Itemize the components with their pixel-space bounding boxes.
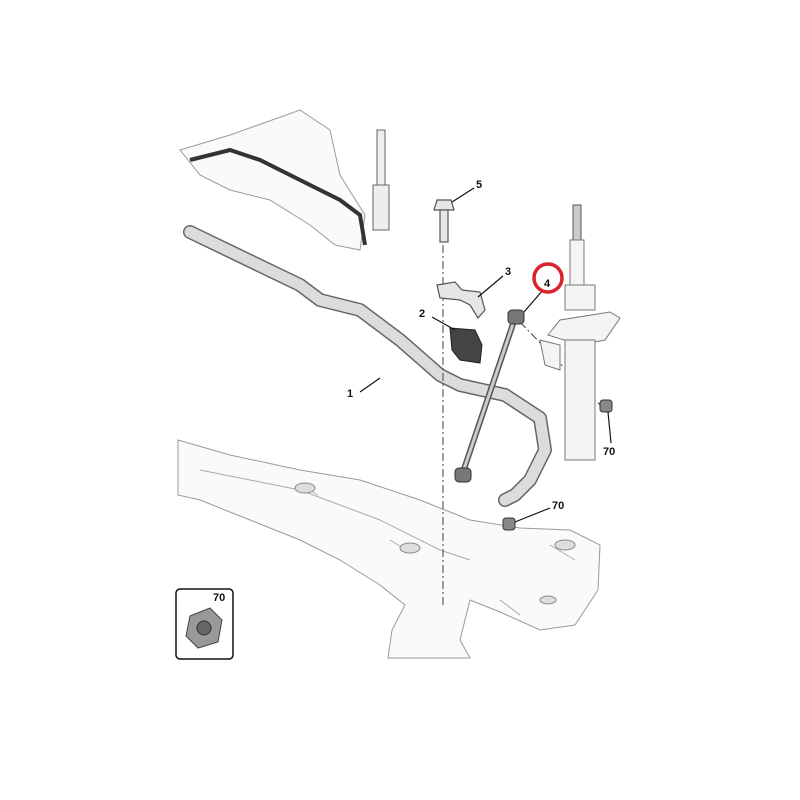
nut (502, 517, 516, 531)
nut (599, 399, 613, 413)
callout-2: 2 (419, 308, 425, 320)
clamp (436, 281, 486, 320)
inset-label: 70 (213, 592, 225, 604)
strut (539, 204, 621, 461)
callout-5: 5 (476, 179, 482, 191)
callout-70-strut: 70 (603, 446, 615, 458)
stabilizer-bar (183, 225, 552, 507)
bolt (433, 199, 455, 243)
highlight-circle (532, 262, 564, 294)
callout-70-link: 70 (552, 500, 564, 512)
callout-3: 3 (505, 266, 511, 278)
inset-nut-detail: 70 (175, 588, 234, 660)
callout-4: 4 (544, 278, 551, 290)
subframe (177, 439, 601, 659)
bushing (449, 327, 483, 364)
callout-1: 1 (347, 388, 353, 400)
drop-link (454, 309, 525, 483)
overview-thumbnail (179, 109, 390, 251)
